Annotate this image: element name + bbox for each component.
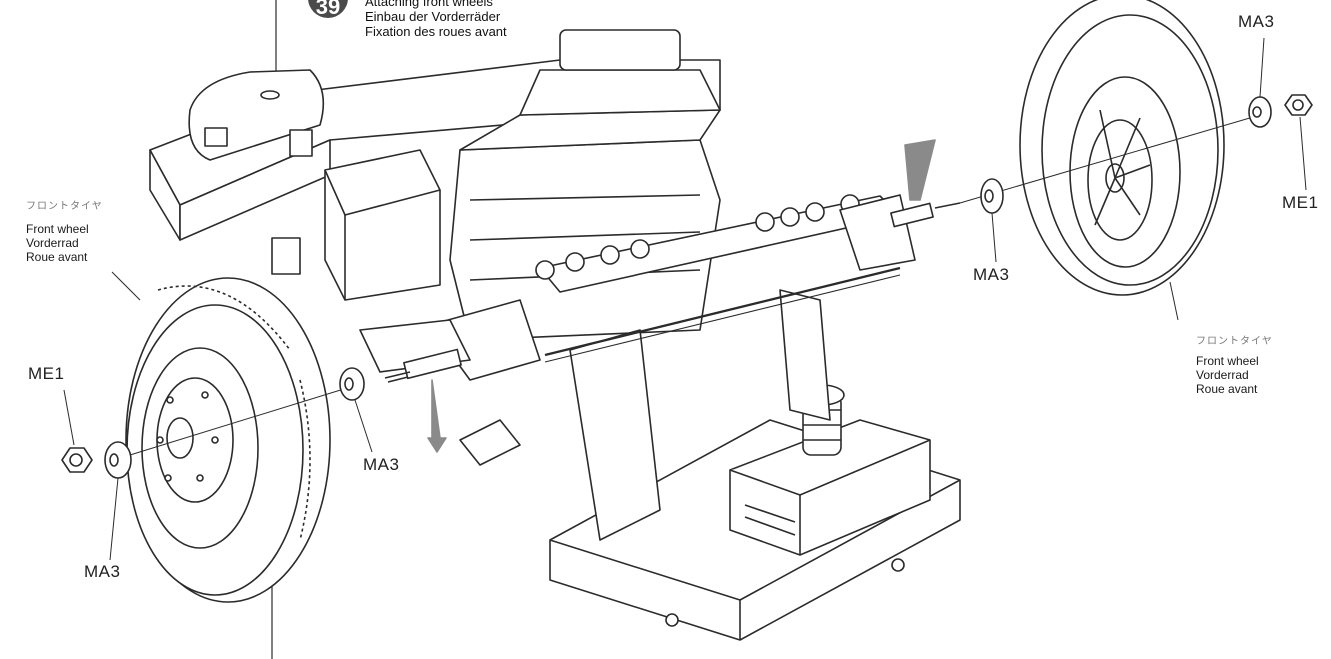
leader-ma3-left-inner: [354, 399, 373, 453]
side-plate-right: [779, 289, 831, 421]
leader-ma3-left-outer: [109, 477, 119, 561]
leader-right-wheel: [1169, 281, 1179, 321]
left-wheel-de: Vorderrad: [26, 236, 79, 250]
right-front-wheel: [1019, 0, 1225, 296]
leader-ma3-right-inner: [991, 212, 997, 263]
left-axle: [384, 348, 462, 383]
right-wheel-label: Front wheel Vorderrad Roue avant: [1196, 354, 1259, 396]
left-wheel-en: Front wheel: [26, 222, 89, 236]
right-wheel-jp-label: フロントタイヤ: [1196, 336, 1273, 347]
step-number-badge: 39: [308, 0, 348, 19]
gearbox: [449, 29, 721, 341]
servo: [324, 149, 441, 301]
left-wheel-jp-label: フロントタイヤ: [26, 201, 103, 212]
step-title-fr: Fixation des roues avant: [365, 24, 507, 39]
right-axle: [890, 202, 961, 228]
left-washer-inner: [339, 367, 365, 401]
left-front-wheel: [125, 277, 331, 603]
leader-ma3-right-top: [1259, 37, 1265, 98]
step-title-de: Einbau der Vorderräder: [365, 9, 501, 24]
part-label-ma3-right-inner: MA3: [973, 265, 1010, 284]
left-washer-outer: [104, 441, 132, 479]
part-label-ma3-left-inner: MA3: [363, 455, 400, 474]
step-title: Attaching front wheels Einbau der Vorder…: [365, 0, 507, 39]
right-washer-top: [1248, 96, 1272, 128]
part-label-ma3-left-outer: MA3: [84, 562, 121, 581]
step-title-en: Attaching front wheels: [365, 0, 493, 9]
part-label-me1-left: ME1: [28, 364, 65, 383]
grease-marker-left: [427, 379, 447, 453]
leader-me1-left: [63, 389, 75, 446]
right-wheel-en: Front wheel: [1196, 354, 1259, 368]
part-label-ma3-right-top: MA3: [1238, 12, 1275, 31]
tie-rod: [544, 266, 901, 357]
right-nut-me1: [1284, 94, 1313, 116]
left-wheel-label: Front wheel Vorderrad Roue avant: [26, 222, 89, 264]
motor-block: [729, 419, 931, 556]
right-washer-inner: [980, 178, 1004, 214]
left-axle-guide: [129, 383, 361, 456]
right-wheel-fr: Roue avant: [1196, 382, 1258, 396]
right-wheel-de: Vorderrad: [1196, 368, 1249, 382]
grease-marker-right: [904, 139, 936, 201]
left-nut-me1: [61, 447, 93, 473]
part-label-me1-right: ME1: [1282, 193, 1319, 212]
leader-left-wheel: [111, 271, 141, 301]
right-axle-guide: [959, 114, 1261, 204]
left-wheel-fr: Roue avant: [26, 250, 88, 264]
front-upper-arm: [535, 194, 901, 293]
leader-me1-right: [1299, 116, 1307, 191]
side-plate-left: [569, 329, 661, 541]
